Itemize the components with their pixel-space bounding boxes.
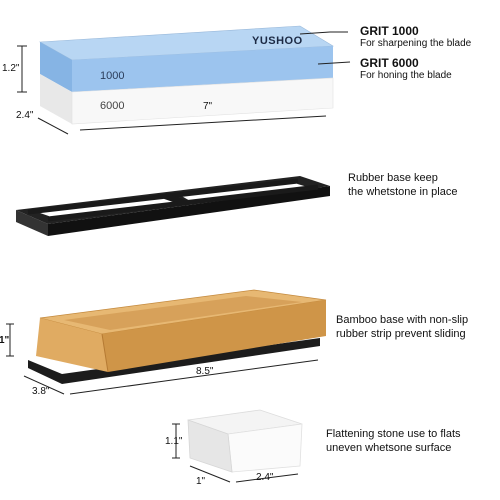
stone-brand-label: YUSHOO: [252, 35, 303, 47]
bamboo-length-dimension: 8.5": [196, 366, 214, 377]
bamboo-base-caption-line1: Bamboo base with non-slip: [336, 314, 469, 326]
stone-width-dimension: 2.4": [16, 110, 34, 121]
flattening-stone-end: [187, 419, 233, 473]
flattening-width-dimension: 1": [196, 476, 206, 487]
bamboo-base-caption-line2: rubber strip prevent sliding: [336, 328, 466, 340]
grit-1000-title: GRIT 1000: [360, 24, 419, 38]
rubber-base-caption-line2: the whetstone in place: [348, 186, 458, 198]
bamboo-end-face: [36, 318, 108, 372]
flattening-stone-caption-line1: Flattening stone use to flats: [326, 428, 461, 440]
stone-top-grit-mark: 1000: [100, 70, 125, 82]
whetstone-blue-side: [72, 46, 333, 92]
bamboo-inner-tray: [64, 296, 302, 330]
stone-height-dimension: 1.2": [2, 63, 20, 74]
grit-6000-description: For honing the blade: [360, 70, 452, 81]
stone-bottom-grit-mark: 6000: [100, 100, 125, 112]
bamboo-front-face: [102, 300, 326, 372]
grit-6000-title: GRIT 6000: [360, 56, 419, 70]
stone-length-dimension: 7": [203, 101, 213, 112]
bamboo-height-dimension: 1": [0, 335, 10, 346]
bamboo-width-dimension: 3.8": [32, 386, 50, 397]
flattening-height-dimension: 1.1": [165, 436, 183, 447]
rubber-frame-front: [48, 186, 330, 236]
whetstone-blue-front: [40, 42, 72, 92]
flattening-stone-caption-line2: uneven whetsone surface: [326, 442, 452, 454]
whetstone-white-side: [71, 77, 334, 125]
rubber-base-caption-line1: Rubber base keep: [348, 172, 438, 184]
grit-1000-description: For sharpening the blade: [360, 38, 472, 49]
flattening-length-dimension: 2.4": [256, 472, 274, 483]
whetstone-white-front: [40, 74, 72, 124]
rubber-frame-end: [16, 210, 48, 236]
